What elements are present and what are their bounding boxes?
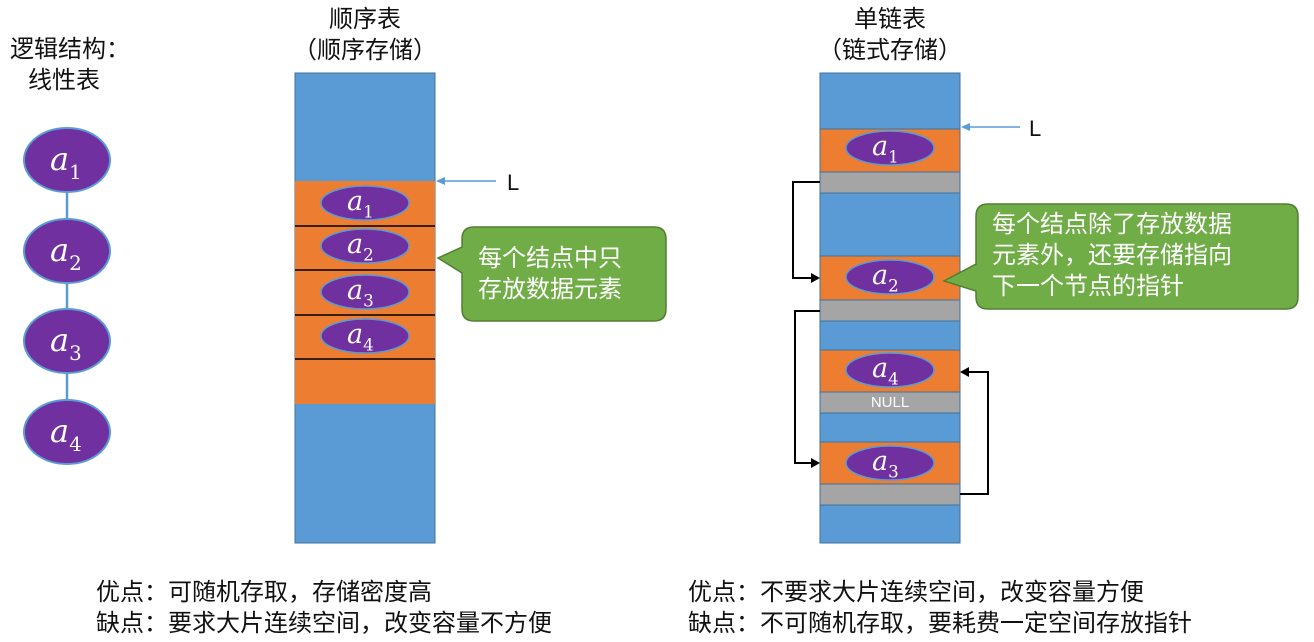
link-a1-to-a2-arrowhead (811, 273, 820, 283)
linear-node-3-label: a3 (50, 321, 82, 365)
sequential-cell-2-label: a2 (347, 229, 374, 265)
linked-cons: 缺点：不可随机存取，要耗费一定空间存放指针 (688, 609, 1192, 637)
sequential-cell-4 (320, 318, 410, 354)
linear-node-1 (23, 127, 111, 193)
linked-callout-line2: 元素外，还要存储指向 (992, 241, 1232, 269)
linked-node-2-label: a2 (872, 260, 899, 296)
linear-node-3 (23, 308, 111, 374)
link-a2-to-a3-arrowhead (811, 458, 820, 468)
linked-callout-text: 每个结点除了存放数据 元素外，还要存储指向 下一个节点的指针 (992, 209, 1292, 302)
sequential-callout-text: 每个结点中只 存放数据元素 (478, 243, 662, 305)
linear-node-4-label: a4 (50, 412, 82, 456)
sequential-callout-line1: 每个结点中只 (478, 244, 622, 272)
sequential-cons: 缺点：要求大片连续空间，改变容量不方便 (96, 609, 552, 637)
link-a3-to-a4-arrowhead (960, 367, 969, 377)
sequential-cell-2 (320, 228, 410, 264)
sequential-title-line1: 顺序表 (329, 5, 401, 33)
linked-title-line1: 单链表 (854, 5, 926, 33)
linked-node-4-ellipse (845, 352, 935, 388)
linked-node-3-ellipse (845, 445, 935, 481)
linked-pointer-label: L (1029, 116, 1042, 141)
sequential-memory-diagram (294, 72, 667, 544)
linked-node-1-label: a1 (872, 131, 899, 167)
linked-pros-cons: 优点：不要求大片连续空间，改变容量方便 缺点：不可随机存取，要耗费一定空间存放指… (688, 577, 1192, 639)
link-a3-to-a4 (960, 371, 989, 495)
sequential-cell-1-label: a1 (347, 186, 374, 222)
null-pointer-label: NULL (870, 394, 910, 411)
linked-title: 单链表 （链式存储） (795, 4, 985, 66)
linked-node-4-label: a4 (872, 353, 899, 389)
sequential-title-line2: （顺序存储） (293, 36, 437, 64)
logical-structure-title-line1: 逻辑结构： (10, 35, 130, 63)
link-a2-to-a3 (794, 310, 820, 464)
sequential-pointer-label: L (507, 170, 520, 195)
logical-structure-title: 逻辑结构： 线性表 (10, 34, 130, 96)
sequential-cell-1 (320, 185, 410, 221)
linked-head-pointer-arrowhead (961, 123, 970, 131)
sequential-callout (436, 226, 667, 322)
linked-node-1-ellipse (845, 130, 935, 166)
sequential-pros-cons: 优点：可随机存取，存储密度高 缺点：要求大片连续空间，改变容量不方便 (96, 577, 552, 639)
linear-list-diagram (23, 127, 111, 465)
linear-node-2-label: a2 (50, 231, 82, 275)
linked-node-4-next (819, 391, 961, 414)
sequential-title: 顺序表 （顺序存储） (270, 4, 460, 66)
sequential-pros: 优点：可随机存取，存储密度高 (96, 578, 432, 606)
sequential-cell-4-label: a4 (347, 319, 374, 355)
sequential-callout-line2: 存放数据元素 (478, 275, 622, 303)
linked-node-2-next (819, 299, 961, 322)
linked-node-3-label: a3 (872, 446, 899, 482)
linear-node-1-label: a1 (50, 140, 82, 184)
linked-title-line2: （链式存储） (818, 36, 962, 64)
sequential-head-pointer-arrowhead (436, 177, 445, 185)
link-a1-to-a2 (792, 181, 820, 279)
linear-node-4 (23, 399, 111, 465)
linked-callout-line1: 每个结点除了存放数据 (992, 210, 1232, 238)
logical-structure-title-line2: 线性表 (28, 66, 100, 94)
sequential-cell-3-label: a3 (347, 275, 374, 311)
linear-node-2 (23, 218, 111, 284)
linked-callout (942, 203, 1299, 310)
linked-callout-line3: 下一个节点的指针 (992, 272, 1184, 300)
linked-pros: 优点：不要求大片连续空间，改变容量方便 (688, 578, 1144, 606)
linked-node-2-ellipse (845, 259, 935, 295)
linked-node-1-next (819, 171, 961, 194)
sequential-cell-3 (320, 274, 410, 310)
linked-node-3-next (819, 483, 961, 506)
